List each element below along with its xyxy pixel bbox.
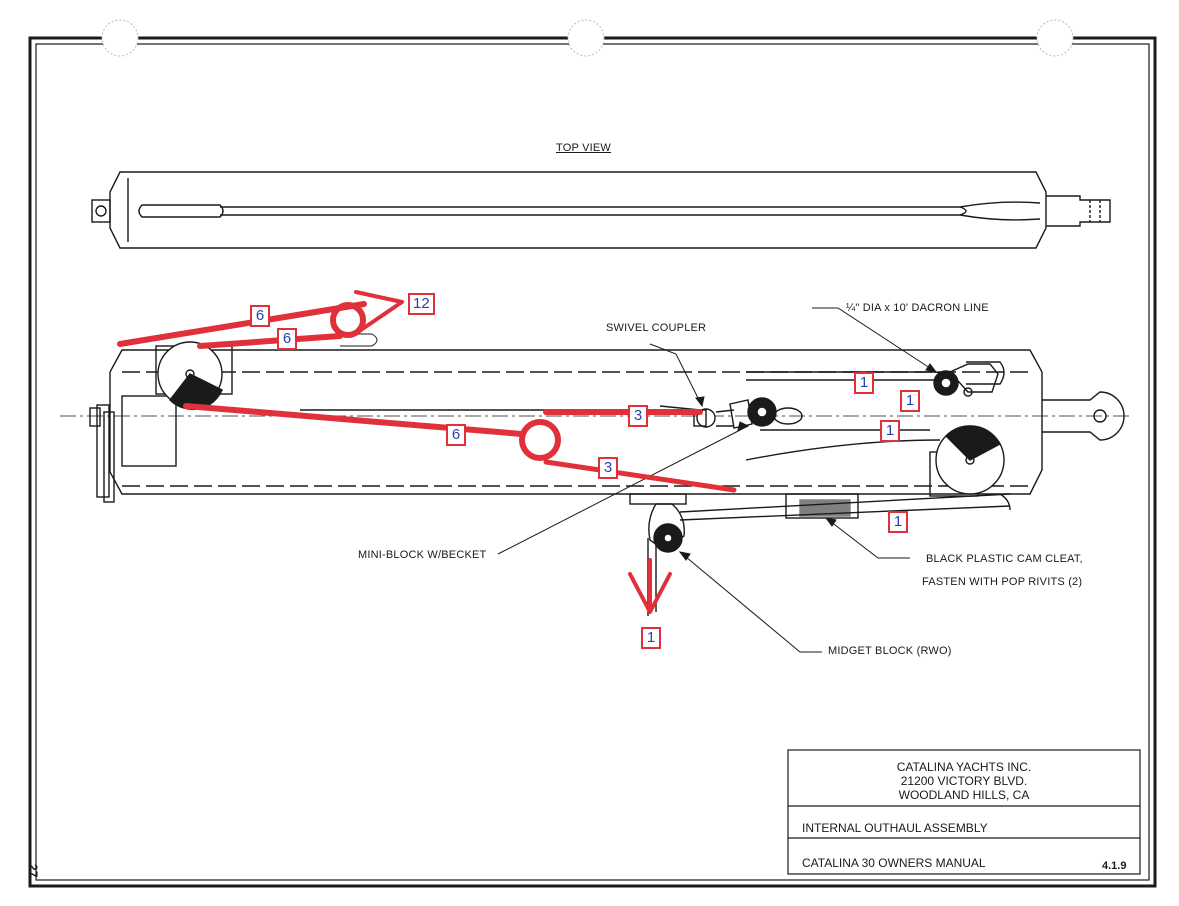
cam-cleat-label-line2: FASTEN WITH POP RIVITS (2) (922, 576, 1083, 588)
line-count-6-top: 6 (250, 305, 270, 327)
swivel-coupler-label: SWIVEL COUPLER (606, 322, 707, 334)
line-count-1-b: 1 (900, 390, 920, 412)
line-count-1-c: 1 (880, 420, 900, 442)
side-view-boom (60, 333, 1130, 616)
line-count-1-cleat: 1 (888, 511, 908, 533)
drawing-title: INTERNAL OUTHAUL ASSEMBLY (802, 821, 988, 835)
dacron-line-label: ¼" DIA x 10' DACRON LINE (846, 302, 989, 314)
section-number: 4.1.9 (1102, 860, 1127, 872)
title-block-city: WOODLAND HILLS, CA (898, 788, 1030, 802)
title-block-frame (787, 749, 1141, 875)
top-view-title: TOP VIEW (556, 142, 611, 154)
title-block-address: 21200 VICTORY BLVD. (900, 774, 1028, 788)
line-count-6-low: 6 (446, 424, 466, 446)
binder-holes (101, 19, 1074, 57)
manual-name: CATALINA 30 OWNERS MANUAL (802, 856, 986, 870)
line-count-3-lower: 3 (598, 457, 618, 479)
red-line-markups (117, 290, 737, 614)
cam-cleat-label-line1: BLACK PLASTIC CAM CLEAT, (926, 553, 1083, 565)
midget-block-label: MIDGET BLOCK (RWO) (828, 645, 952, 657)
mini-block-label: MINI-BLOCK W/BECKET (358, 549, 487, 561)
line-count-1-bottom: 1 (641, 627, 661, 649)
page-number: 27 (26, 864, 40, 878)
title-block-company: CATALINA YACHTS INC. (896, 760, 1032, 774)
line-count-6-mid: 6 (277, 328, 297, 350)
line-count-12: 12 (408, 293, 435, 315)
line-count-1-a: 1 (854, 372, 874, 394)
line-count-3-upper: 3 (628, 405, 648, 427)
leader-lines (497, 307, 938, 653)
top-view-boom (91, 171, 1111, 249)
